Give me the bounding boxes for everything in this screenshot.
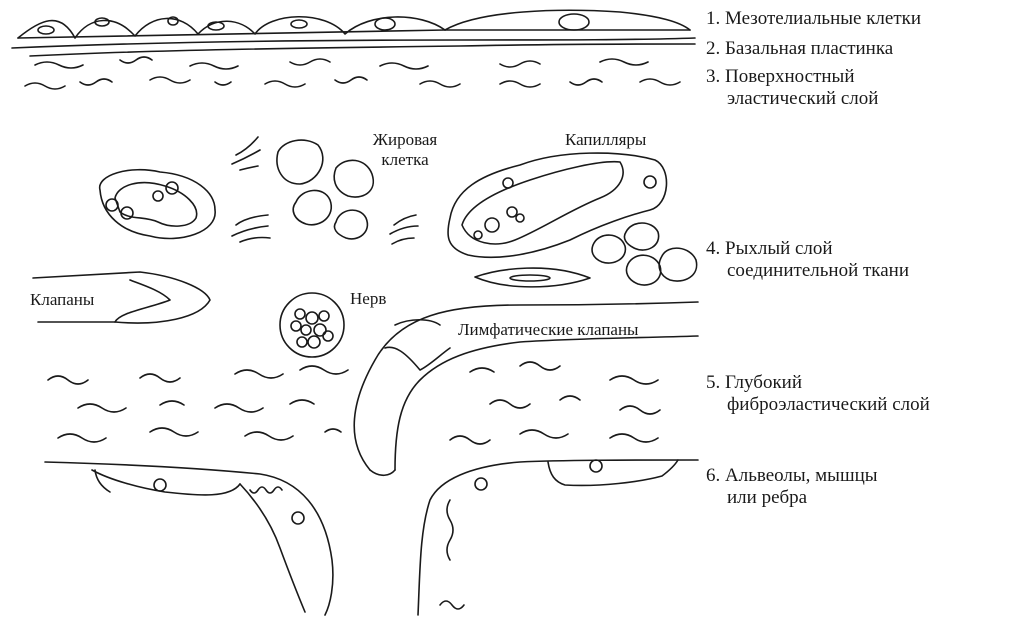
bottom-layer <box>45 460 698 615</box>
capillaries <box>448 153 697 287</box>
lymphatic-valves-label: Лимфатические клапаны <box>458 320 638 340</box>
capillaries-label: Капилляры <box>565 130 646 150</box>
nerve-label: Нерв <box>350 289 386 309</box>
legend-item-1: 1. Мезотелиальные клетки <box>706 8 921 30</box>
fat-cell-label: Жировая клетка <box>360 130 450 170</box>
basal-lamina <box>12 38 695 56</box>
nerve <box>280 293 344 357</box>
legend-item-4: 4. Рыхлый слой соединительной ткани <box>706 238 909 282</box>
legend-item-3: 3. Поверхностный эластический слой <box>706 66 878 110</box>
legend-item-2: 2. Базальная пластинка <box>706 38 893 60</box>
legend-item-5: 5. Глубокий фиброэластический слой <box>706 372 930 416</box>
valves-label: Клапаны <box>30 290 94 310</box>
fat-cells <box>277 140 373 239</box>
left-vessel <box>100 170 215 239</box>
mesothelial-cells <box>18 10 690 38</box>
superficial-elastic-waves <box>25 57 680 89</box>
legend-item-6: 6. Альвеолы, мышцы или ребра <box>706 465 878 509</box>
